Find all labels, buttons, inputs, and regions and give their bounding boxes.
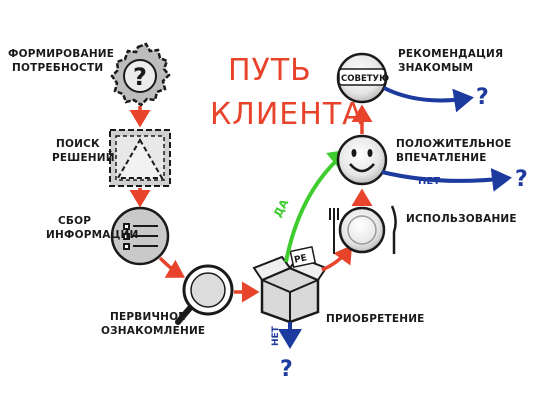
arrow-good-no [381,167,512,192]
good-stage: ПОЛОЖИТЕЛЬНОЕ ВПЕЧАТЛЕНИЕ [336,134,512,186]
triangle-icon [116,138,164,179]
arrow-buy-to-good [284,149,350,263]
good-label-2: ВПЕЧАТЛЕНИЕ [396,152,487,164]
good-label-1: ПОЛОЖИТЕЛЬНОЕ [396,138,512,150]
svg-text:РЕ: РЕ [293,253,308,265]
intro-label-1: ПЕРВИЧНОЕ [110,311,186,323]
search-stage: ПОИСК РЕШЕНИЙ [52,129,171,187]
yes-label: ДА [271,197,291,220]
arrow-buy-to-use [321,245,353,272]
buy-no-label: НЕТ [271,325,281,346]
good-unknown: ? [515,167,528,192]
question-icon: ? [133,63,147,91]
search-label-2: РЕШЕНИЙ [52,151,115,164]
info-stage: СБОР ИНФОРМАЦИИ [46,206,170,266]
search-label-1: ПОИСК [56,138,100,150]
advice-badge-text: СОВЕТУЮ [341,74,389,84]
list-icon [123,223,158,250]
intro-stage: ПЕРВИЧНОЕ ОЗНАКОМЛЕНИЕ [101,264,234,337]
recommend-unknown: ? [476,85,489,110]
intro-label-2: ОЗНАКОМЛЕНИЕ [101,325,205,337]
recommend-label-1: РЕКОМЕНДАЦИЯ [398,48,503,60]
need-label-1: ФОРМИРОВАНИЕ [8,48,114,60]
arrow-info-to-intro [158,256,186,278]
use-label: ИСПОЛЬЗОВАНИЕ [406,213,517,225]
recommend-label-2: ЗНАКОМЫМ [398,62,473,74]
arrow-recommend-unknown [383,86,474,113]
need-label-2: ПОТРЕБНОСТИ [12,62,103,74]
title-line-1: ПУТЬ [228,53,312,88]
need-stage: ? ФОРМИРОВАНИЕ ПОТРЕБНОСТИ [8,42,171,107]
title-line-2: КЛИЕНТА [210,97,364,132]
recommend-stage: СОВЕТУЮ РЕКОМЕНДАЦИЯ ЗНАКОМЫМ [336,48,503,104]
receipt-tag: РЕ [289,246,317,269]
good-no-label: НЕТ [418,176,440,187]
magnifier-icon [175,305,193,325]
info-label-2: ИНФОРМАЦИИ [46,229,139,241]
buy-label: ПРИОБРЕТЕНИЕ [326,313,425,325]
smiley-icon [336,134,388,186]
buy-unknown: ? [280,357,293,382]
knife-icon [390,205,397,254]
plate-icon [338,206,386,254]
use-stage: ИСПОЛЬЗОВАНИЕ [329,205,517,254]
buy-stage: РЕ ПРИОБРЕТЕНИЕ [252,246,425,325]
info-label-1: СБОР [58,215,91,227]
fork-icon [329,208,339,254]
